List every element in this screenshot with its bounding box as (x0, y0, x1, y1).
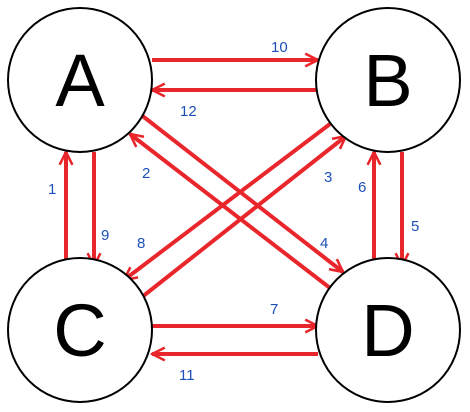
node-a: A (7, 7, 153, 153)
node-circle (7, 7, 153, 153)
edge-label-6: 6 (358, 179, 366, 196)
node-label-a: A (55, 39, 105, 122)
edge-label-12: 12 (180, 103, 197, 120)
node-circle (7, 257, 153, 403)
edge-label-11: 11 (179, 367, 195, 384)
edge-label-3: 3 (324, 169, 332, 186)
edge-label-9: 9 (101, 227, 109, 244)
edge-label-2: 2 (142, 165, 150, 182)
edge-label-7: 7 (270, 301, 278, 318)
nodes-layer: A B C D (7, 7, 461, 403)
node-d: D (315, 257, 461, 403)
edge-label-10: 10 (271, 39, 288, 56)
node-c: C (7, 257, 153, 403)
edges-layer (66, 60, 402, 354)
node-b: B (315, 7, 461, 153)
node-label-b: B (363, 39, 412, 122)
edge-label-4: 4 (320, 235, 328, 252)
edge-arrow-b-to-c (124, 122, 332, 280)
edge-label-1: 1 (48, 181, 56, 198)
node-label-c: C (53, 289, 106, 372)
node-circle (315, 257, 461, 403)
node-label-d: D (361, 289, 414, 372)
edge-label-5: 5 (411, 218, 419, 235)
edge-arrow-c-to-b (140, 136, 346, 299)
edge-arrow-d-to-a (130, 134, 332, 290)
edge-label-8: 8 (137, 235, 145, 252)
node-circle (315, 7, 461, 153)
